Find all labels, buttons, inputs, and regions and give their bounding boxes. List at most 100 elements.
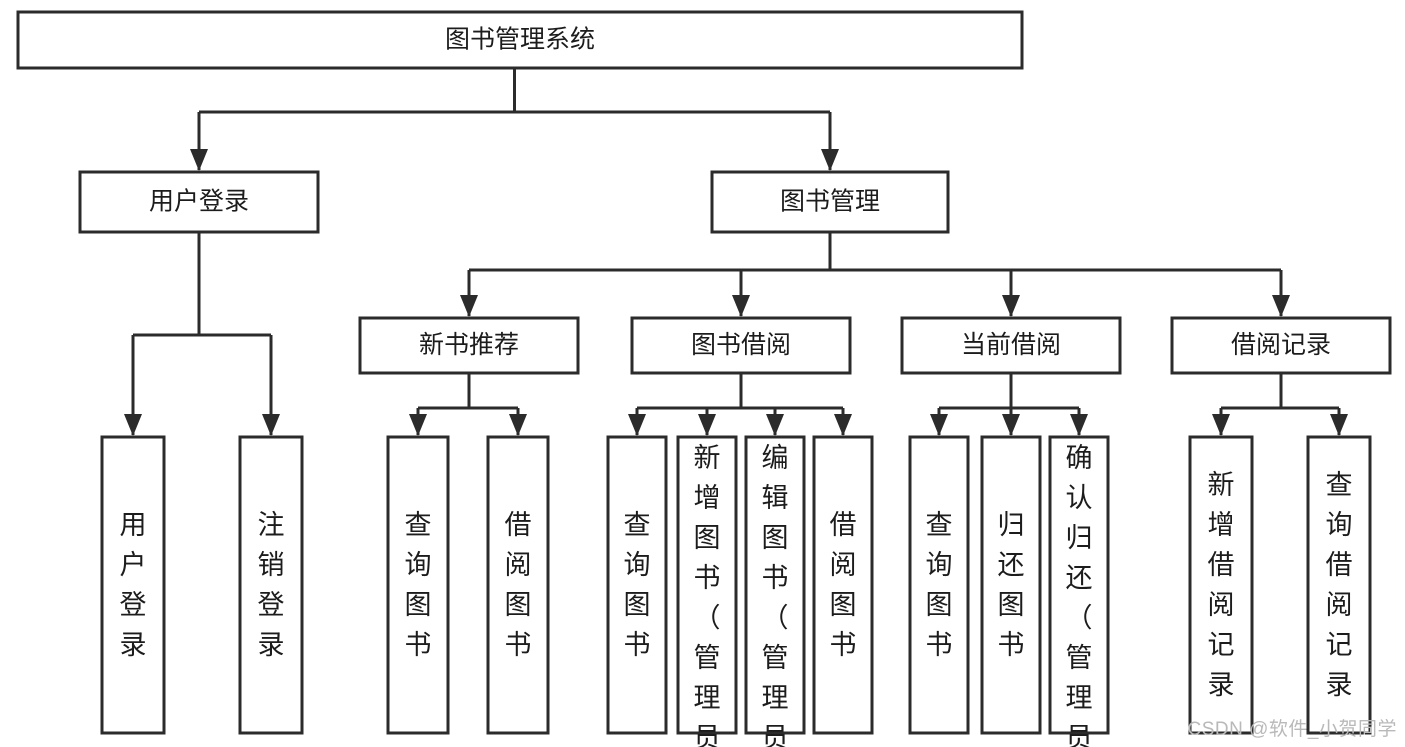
connector-arrowhead — [190, 149, 208, 171]
node-label: 查询借阅记录 — [1326, 470, 1353, 700]
node-label-char: 借 — [1208, 550, 1235, 580]
node-leaf-logout[interactable]: 注销登录 — [238, 435, 304, 735]
node-label-char: 书 — [998, 630, 1025, 660]
node-box — [1048, 435, 1110, 735]
node-user-login[interactable]: 用户登录 — [78, 170, 320, 234]
node-box — [812, 435, 874, 735]
node-label-char: 阅 — [1326, 590, 1353, 620]
node-label-char: 登 — [120, 590, 147, 620]
node-label: 图书管理 — [780, 188, 880, 216]
node-label: 查询图书 — [926, 510, 953, 660]
node-label-char: （ — [762, 603, 789, 633]
node-label-char: 书 — [762, 563, 789, 593]
node-label: 图书借阅 — [691, 331, 791, 359]
node-label-char: 员 — [762, 723, 789, 747]
node-label-char: 记 — [1326, 630, 1353, 660]
node-label: 当前借阅 — [961, 331, 1061, 359]
node-label-char: 销 — [258, 550, 285, 580]
node-label-char: 户 — [120, 550, 147, 580]
node-label-char: 员 — [1066, 723, 1093, 747]
node-book-manage[interactable]: 图书管理 — [710, 170, 950, 234]
node-label-char: 图 — [830, 590, 857, 620]
node-label-char: 理 — [762, 683, 789, 713]
node-box — [1306, 435, 1372, 735]
node-box — [606, 435, 668, 735]
node-label-char: 编 — [762, 443, 789, 473]
node-label-char: 图 — [624, 590, 651, 620]
node-label: 新增借阅记录 — [1208, 470, 1235, 700]
node-leaf-query-book-2[interactable]: 查询图书 — [606, 435, 668, 735]
node-label-char: 管 — [694, 643, 721, 673]
node-box — [386, 435, 450, 735]
connector-arrowhead — [409, 414, 427, 436]
node-label-char: 理 — [1066, 683, 1093, 713]
node-label-char: 图 — [694, 523, 721, 553]
node-label-char: 新 — [694, 443, 721, 473]
node-current-borrow[interactable]: 当前借阅 — [900, 316, 1122, 375]
node-leaf-query-record[interactable]: 查询借阅记录 — [1306, 435, 1372, 735]
node-label-char: 理 — [694, 683, 721, 713]
node-new-book-rec[interactable]: 新书推荐 — [358, 316, 580, 375]
node-label-char: 书 — [694, 563, 721, 593]
node-leaf-query-book-3[interactable]: 查询图书 — [908, 435, 970, 735]
node-label-char: 还 — [1066, 563, 1093, 593]
node-label-char: 记 — [1208, 630, 1235, 660]
node-label-char: 归 — [998, 510, 1025, 540]
node-label: 归还图书 — [998, 510, 1025, 660]
node-label-char: 录 — [120, 630, 147, 660]
node-label: 查询图书 — [624, 510, 651, 660]
connector-arrowhead — [124, 414, 142, 436]
node-label-char: 借 — [830, 510, 857, 540]
node-leaf-return-book[interactable]: 归还图书 — [980, 435, 1042, 735]
node-label-char: 查 — [405, 510, 432, 540]
node-label-char: 确 — [1066, 443, 1093, 473]
node-label-char: （ — [694, 603, 721, 633]
node-label-char: 询 — [926, 550, 953, 580]
node-label-char: 询 — [1326, 510, 1353, 540]
nodes-layer: 图书管理系统用户登录图书管理新书推荐图书借阅当前借阅借阅记录用户登录注销登录查询… — [16, 10, 1392, 747]
node-root[interactable]: 图书管理系统 — [16, 10, 1024, 70]
node-leaf-borrow-book-1[interactable]: 借阅图书 — [486, 435, 550, 735]
node-leaf-confirm-return[interactable]: 确认归还（管理员） — [1048, 435, 1110, 747]
node-box — [630, 316, 852, 375]
node-label-char: 图 — [505, 590, 532, 620]
node-leaf-query-book-1[interactable]: 查询图书 — [386, 435, 450, 735]
node-label-char: 辑 — [762, 483, 789, 513]
node-leaf-borrow-book-2[interactable]: 借阅图书 — [812, 435, 874, 735]
node-label-char: 管 — [762, 643, 789, 673]
node-label: 编辑图书（管理员） — [762, 443, 789, 747]
connectors-layer — [124, 68, 1348, 436]
node-leaf-user-login[interactable]: 用户登录 — [100, 435, 166, 735]
connector-arrowhead — [732, 295, 750, 317]
node-box — [1170, 316, 1392, 375]
node-leaf-edit-book[interactable]: 编辑图书（管理员） — [744, 435, 806, 747]
node-label: 查询图书 — [405, 510, 432, 660]
node-box — [900, 316, 1122, 375]
node-leaf-add-record[interactable]: 新增借阅记录 — [1188, 435, 1254, 735]
node-box — [676, 435, 738, 735]
node-label: 借阅图书 — [830, 510, 857, 660]
connector-arrowhead — [1212, 414, 1230, 436]
node-label-char: 阅 — [505, 550, 532, 580]
node-label-char: 管 — [1066, 643, 1093, 673]
node-label: 注销登录 — [258, 510, 285, 660]
node-label-char: 阅 — [830, 550, 857, 580]
connector-arrowhead — [766, 414, 784, 436]
node-label-char: 归 — [1066, 523, 1093, 553]
node-box — [78, 170, 320, 234]
node-label-char: 图 — [998, 590, 1025, 620]
node-box — [16, 10, 1024, 70]
node-label-char: 阅 — [1208, 590, 1235, 620]
node-leaf-add-book[interactable]: 新增图书（管理员） — [676, 435, 738, 747]
node-label-char: 新 — [1208, 470, 1235, 500]
node-label-char: （ — [1066, 603, 1093, 633]
node-book-borrow[interactable]: 图书借阅 — [630, 316, 852, 375]
node-label-char: 登 — [258, 590, 285, 620]
node-box — [238, 435, 304, 735]
node-box — [1188, 435, 1254, 735]
node-label-char: 员 — [694, 723, 721, 747]
connector-arrowhead — [262, 414, 280, 436]
connector-arrowhead — [698, 414, 716, 436]
node-box — [486, 435, 550, 735]
node-borrow-record[interactable]: 借阅记录 — [1170, 316, 1392, 375]
